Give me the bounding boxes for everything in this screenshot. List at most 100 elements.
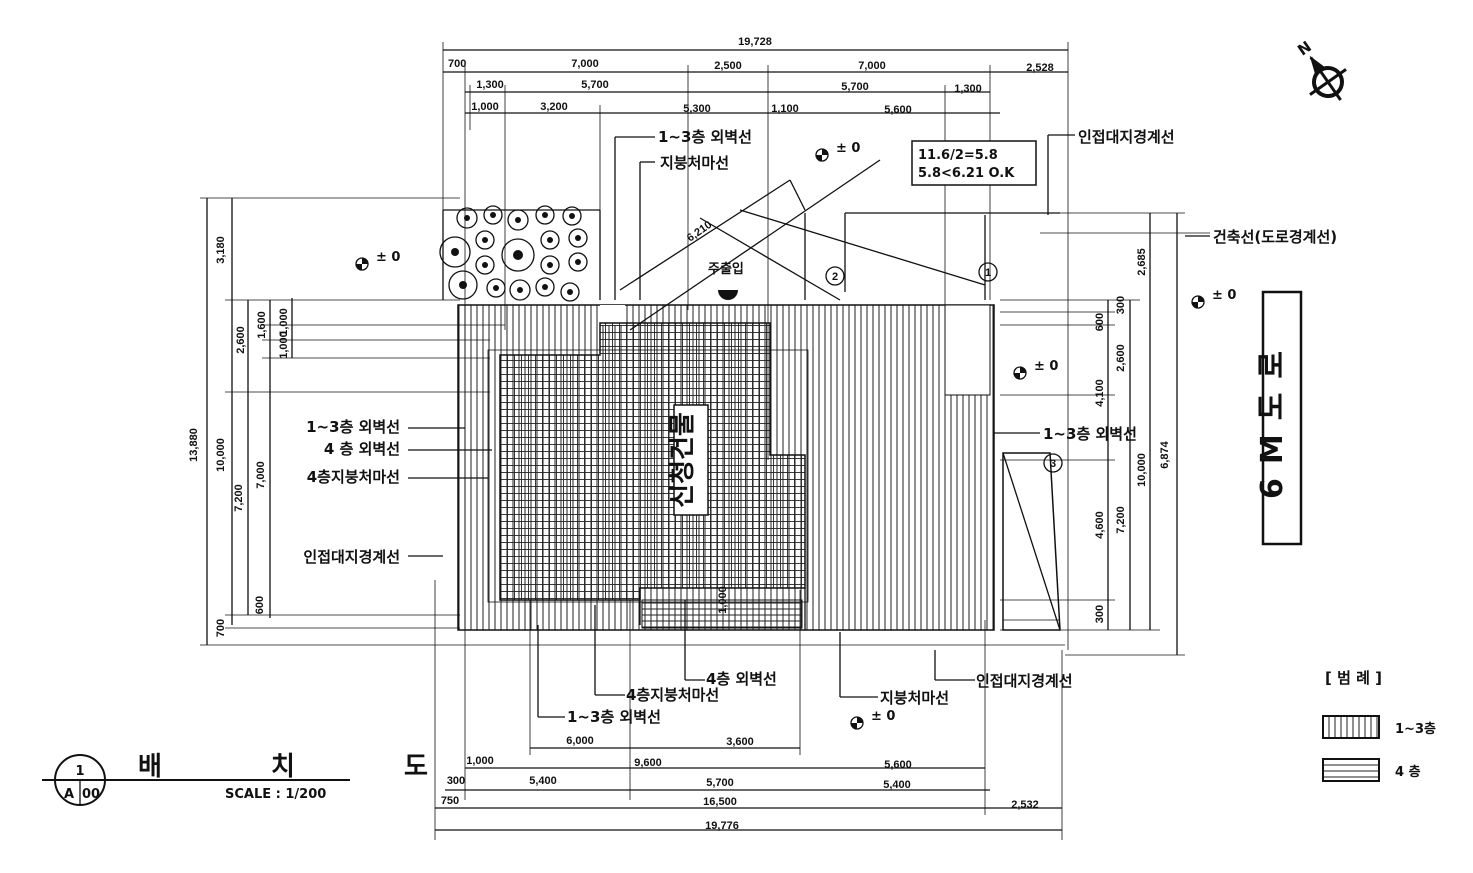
svg-text:2,600: 2,600 [235, 326, 247, 354]
svg-text:7,000: 7,000 [858, 60, 886, 72]
svg-text:4층지붕처마선: 4층지붕처마선 [626, 686, 719, 704]
svg-text:[ 범 례 ]: [ 범 례 ] [1325, 669, 1382, 687]
svg-text:5,700: 5,700 [706, 777, 734, 789]
svg-text:4,100: 4,100 [1094, 379, 1106, 407]
svg-text:19,776: 19,776 [705, 820, 739, 832]
svg-text:5,600: 5,600 [884, 104, 912, 116]
dims-left: 13,880 3,180 10,000 2,600 1,600 1,000 1,… [188, 197, 1065, 646]
svg-text:인접대지경계선: 인접대지경계선 [1078, 128, 1175, 146]
svg-text:7,000: 7,000 [255, 461, 267, 489]
svg-text:3,200: 3,200 [540, 101, 568, 113]
svg-text:6,874: 6,874 [1159, 440, 1171, 468]
svg-text:6,000: 6,000 [566, 735, 594, 747]
svg-text:4층지붕처마선: 4층지붕처마선 [307, 468, 400, 486]
svg-text:2,532: 2,532 [1011, 799, 1039, 811]
svg-text:1,000: 1,000 [717, 586, 729, 614]
svg-text:± 0: ± 0 [836, 141, 860, 156]
svg-text:13,880: 13,880 [188, 428, 200, 462]
svg-text:± 0: ± 0 [1212, 288, 1236, 303]
svg-text:1~3층: 1~3층 [1395, 721, 1436, 737]
svg-text:1,000: 1,000 [466, 755, 494, 767]
svg-text:1,000: 1,000 [278, 331, 290, 359]
leader-labels: 1~3층 외벽선 지붕처마선 인접대지경계선 건축선(도로경계선) 11.6/2… [303, 128, 1337, 726]
svg-text:7,200: 7,200 [1115, 506, 1127, 534]
svg-text:2,500: 2,500 [714, 60, 742, 72]
svg-text:600: 600 [1094, 313, 1106, 331]
title-block: 1 A 00 배 치 도 SCALE : 1/200 [42, 752, 478, 806]
svg-text:1,000: 1,000 [278, 308, 290, 336]
svg-text:5,700: 5,700 [841, 81, 869, 93]
svg-text:2,600: 2,600 [1115, 344, 1127, 372]
svg-text:750: 750 [441, 795, 459, 807]
svg-text:3,600: 3,600 [726, 736, 754, 748]
legend-swatch-4 [1322, 758, 1380, 782]
svg-text:10,000: 10,000 [1136, 453, 1148, 487]
level-marks: ± 0 ± 0 ± 0 ± 0 ± 0 [355, 141, 1236, 730]
legend: [ 범 례 ] 1~3층 4 층 [1322, 669, 1436, 782]
svg-text:건축선(도로경계선): 건축선(도로경계선) [1213, 228, 1337, 246]
svg-text:6,210: 6,210 [685, 219, 714, 245]
svg-text:± 0: ± 0 [376, 250, 400, 265]
svg-text:4,600: 4,600 [1094, 511, 1106, 539]
svg-text:5,300: 5,300 [683, 103, 711, 115]
svg-text:600: 600 [254, 596, 266, 614]
svg-text:4층 외벽선: 4층 외벽선 [706, 670, 777, 688]
svg-text:5,400: 5,400 [529, 775, 557, 787]
svg-text:300: 300 [1115, 296, 1127, 314]
svg-text:300: 300 [447, 775, 465, 787]
svg-text:1,000: 1,000 [471, 101, 499, 113]
svg-text:1: 1 [75, 764, 84, 779]
svg-text:인접대지경계선: 인접대지경계선 [303, 548, 400, 566]
svg-text:1,300: 1,300 [954, 83, 982, 95]
svg-text:1: 1 [985, 267, 991, 279]
entrance-label: 주출입 [708, 261, 744, 277]
svg-text:5,600: 5,600 [884, 759, 912, 771]
svg-text:2,528: 2,528 [1026, 62, 1054, 74]
svg-text:4 층 외벽선: 4 층 외벽선 [324, 440, 400, 458]
svg-text:± 0: ± 0 [871, 709, 895, 724]
svg-text:11.6/2=5.8: 11.6/2=5.8 [918, 148, 998, 163]
svg-text:9,600: 9,600 [634, 757, 662, 769]
svg-text:3: 3 [1050, 458, 1056, 470]
svg-text:700: 700 [215, 619, 227, 637]
svg-text:1~3층 외벽선: 1~3층 외벽선 [658, 128, 752, 146]
dims-top: 19,728 700 7,000 2,500 7,000 2,528 1,300… [442, 36, 1069, 650]
site-area: 신청건물 6,210 주출입 [439, 159, 1063, 631]
svg-text:지붕처마선: 지붕처마선 [880, 689, 949, 707]
svg-text:10,000: 10,000 [215, 438, 227, 472]
svg-text:배 치 도: 배 치 도 [138, 752, 478, 782]
svg-text:5,400: 5,400 [883, 779, 911, 791]
svg-text:700: 700 [448, 58, 466, 70]
svg-text:5,700: 5,700 [581, 79, 609, 91]
svg-text:4 층: 4 층 [1395, 764, 1421, 780]
building-name-label: 신청건물 [668, 412, 698, 508]
svg-text:2: 2 [832, 271, 838, 283]
svg-text:± 0: ± 0 [1034, 359, 1058, 374]
svg-text:지붕처마선: 지붕처마선 [660, 154, 729, 172]
legend-swatch-1-3 [1322, 715, 1380, 739]
svg-text:N: N [1294, 37, 1315, 59]
hatch-4-floor [499, 322, 806, 601]
north-arrow-icon: N [1294, 37, 1347, 101]
svg-text:SCALE : 1/200: SCALE : 1/200 [225, 787, 326, 802]
svg-text:3,180: 3,180 [215, 236, 227, 264]
svg-text:1,600: 1,600 [256, 311, 268, 339]
svg-text:19,728: 19,728 [738, 36, 772, 48]
svg-text:7,000: 7,000 [571, 58, 599, 70]
svg-text:16,500: 16,500 [703, 796, 737, 808]
svg-text:300: 300 [1094, 605, 1106, 623]
road-label: 6M도로 [1255, 290, 1303, 546]
svg-text:A: A [64, 787, 74, 802]
svg-text:7,200: 7,200 [233, 484, 245, 512]
svg-text:5.8<6.21 O.K: 5.8<6.21 O.K [918, 166, 1015, 181]
svg-text:2,685: 2,685 [1136, 248, 1148, 276]
svg-text:1~3층 외벽선: 1~3층 외벽선 [1043, 425, 1137, 443]
landscape-trees [439, 205, 588, 302]
svg-text:인접대지경계선: 인접대지경계선 [976, 672, 1073, 690]
dims-bottom: 6,000 3,600 1,000 9,600 5,600 300 5,400 … [434, 580, 1063, 840]
svg-text:1,300: 1,300 [476, 79, 504, 91]
svg-text:1~3층 외벽선: 1~3층 외벽선 [567, 708, 661, 726]
dims-right: 2,685 300 600 2,600 4,100 10,000 6,874 4… [717, 212, 1210, 656]
svg-text:1,100: 1,100 [771, 103, 799, 115]
